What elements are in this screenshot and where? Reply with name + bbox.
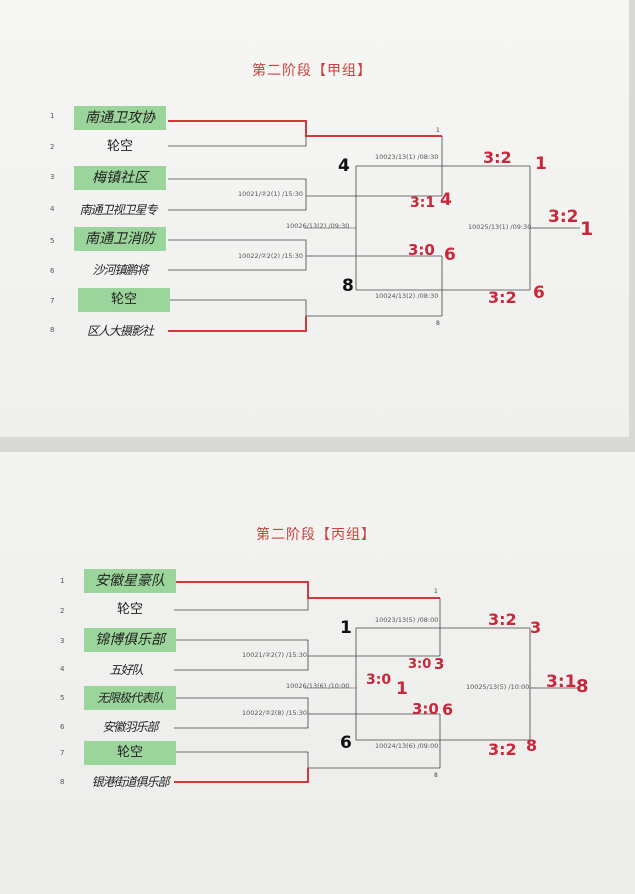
bracket-line-a4 bbox=[168, 196, 307, 211]
seed-b-5: 5 bbox=[60, 694, 65, 702]
match-label-a-10021: 10021/②2(1) /15:30 bbox=[238, 190, 304, 198]
hand-score-b-s2: 3:0 bbox=[412, 700, 439, 718]
hand-score-a-f1: 3:2 bbox=[483, 148, 512, 167]
team-b-6: 安徽羽乐部 bbox=[102, 720, 158, 734]
match-label-b-10025: 10025/13(5) /10:00 bbox=[466, 683, 530, 691]
bracket-line-a6 bbox=[168, 256, 307, 271]
hand-score-a-s2: 3:0 bbox=[408, 241, 435, 259]
team-b-5: 无限极代表队 bbox=[84, 686, 176, 710]
match-label-b-10022: 10022/②2(8) /15:30 bbox=[242, 709, 308, 717]
group-a-bracket-lines bbox=[168, 120, 580, 332]
seed-a-7: 7 bbox=[50, 297, 55, 305]
team-a-3: 梅镇社区 bbox=[74, 166, 166, 190]
bracket-line-a3 bbox=[168, 178, 356, 197]
team-a-5: 南通卫消防 bbox=[74, 227, 166, 251]
seed-a-4: 4 bbox=[50, 205, 55, 213]
seed-a-5: 5 bbox=[50, 237, 55, 245]
hand-winner-b-bottom: 6 bbox=[340, 733, 352, 753]
bracket-line-a1 bbox=[168, 120, 442, 137]
hand-winner-a-s1: 4 bbox=[440, 190, 452, 210]
bracket-line-a8 bbox=[168, 316, 307, 332]
match-label-a-10023: 10023/13(1) /08:30 bbox=[375, 153, 439, 161]
hand-winner-b-f1: 3 bbox=[530, 618, 542, 637]
team-b-2: 轮空 bbox=[116, 602, 143, 617]
seed-b-4: 4 bbox=[60, 665, 65, 673]
match-label-b-10024: 10024/13(6) /09:00 bbox=[375, 742, 439, 750]
hand-winner-b-top: 1 bbox=[340, 618, 352, 638]
seed-b-8: 8 bbox=[60, 778, 65, 786]
bracket-line-a2 bbox=[168, 136, 307, 147]
hand-winner-b-s2: 6 bbox=[442, 700, 454, 719]
hand-winner-a-top: 4 bbox=[338, 156, 350, 176]
match-label-a-10024: 10024/13(2) /08:30 bbox=[375, 292, 439, 300]
match-label-b-10023: 10023/13(5) /08:00 bbox=[375, 616, 439, 624]
seed-a-6: 6 bbox=[50, 267, 55, 275]
hand-winner-b-f2: 8 bbox=[526, 736, 538, 755]
match-label-b-10021: 10021/②2(7) /15:30 bbox=[242, 651, 308, 659]
team-b-1: 安徽星豪队 bbox=[84, 569, 176, 593]
hand-score-a-final: 3:2 bbox=[548, 207, 579, 227]
bracket-line-a7 bbox=[168, 299, 442, 317]
hand-winner-a-f2: 6 bbox=[533, 283, 545, 303]
top-out-a: 1 bbox=[436, 127, 440, 134]
group-b-title: 第二阶段【丙组】 bbox=[256, 527, 376, 543]
seed-b-1: 1 bbox=[60, 577, 65, 585]
match-label-b-10026: 10026/13(6) /10:00 bbox=[286, 682, 350, 690]
team-b-7: 轮空 bbox=[84, 741, 176, 765]
team-a-8: 区人大摄影社 bbox=[86, 324, 154, 338]
bracket-line-a5 bbox=[168, 239, 356, 257]
hand-winner-a-s2: 6 bbox=[444, 245, 456, 265]
hand-winner-b-mid: 1 bbox=[396, 679, 408, 699]
hand-champion-a: 1 bbox=[580, 218, 594, 240]
match-label-a-10022: 10022/②2(2) /15:30 bbox=[238, 252, 304, 260]
team-a-6: 沙河镇鹏将 bbox=[92, 263, 148, 277]
hand-score-b-s1: 3:0 bbox=[408, 657, 432, 672]
match-label-a-10025: 10025/13(1) /09:30 bbox=[468, 223, 532, 231]
hand-score-b-f2: 3:2 bbox=[488, 740, 517, 759]
seed-a-3: 3 bbox=[50, 173, 55, 181]
hand-score-b-final: 3:1 bbox=[546, 672, 577, 692]
seed-b-7: 7 bbox=[60, 749, 65, 757]
hand-score-b-mid: 3:0 bbox=[366, 672, 392, 688]
hand-score-a-s1: 3:1 bbox=[410, 195, 436, 211]
team-a-1: 南通卫攻协 bbox=[74, 106, 166, 130]
seed-b-3: 3 bbox=[60, 637, 65, 645]
team-a-4: 南通卫视卫星专 bbox=[79, 203, 157, 217]
hand-score-a-f2: 3:2 bbox=[488, 288, 517, 307]
hand-winner-b-s1: 3 bbox=[434, 655, 445, 673]
group-a-title: 第二阶段【甲组】 bbox=[252, 63, 372, 79]
team-b-4: 五好队 bbox=[109, 663, 143, 677]
seed-a-1: 1 bbox=[50, 112, 55, 120]
team-a-7: 轮空 bbox=[78, 288, 170, 312]
seed-a-8: 8 bbox=[50, 326, 55, 334]
team-b-8: 银港街道俱乐部 bbox=[91, 775, 169, 789]
bracket-sheet-group-b: 第二阶段【丙组】 1 安徽星豪队 2 轮空 3 锦博俱乐部 4 五好队 5 无限… bbox=[0, 452, 635, 894]
hand-winner-a-bottom: 8 bbox=[342, 276, 354, 296]
bottom-out-a: 8 bbox=[436, 320, 440, 327]
hand-winner-a-f1: 1 bbox=[535, 154, 547, 174]
team-b-3: 锦博俱乐部 bbox=[84, 628, 176, 652]
match-label-a-10026: 10026/13(2) /09:30 bbox=[286, 222, 350, 230]
seed-a-2: 2 bbox=[50, 143, 55, 151]
seed-b-6: 6 bbox=[60, 723, 65, 731]
seed-b-2: 2 bbox=[60, 607, 65, 615]
bracket-sheet-group-a: 第二阶段【甲组】 1 南通卫攻协 2 轮空 3 梅镇社区 4 南通卫视卫星专 5… bbox=[0, 0, 629, 437]
hand-champion-b: 8 bbox=[576, 676, 589, 697]
top-out-b: 1 bbox=[434, 588, 438, 595]
bottom-out-b: 8 bbox=[434, 772, 438, 779]
hand-score-b-f1: 3:2 bbox=[488, 610, 517, 629]
team-a-2: 轮空 bbox=[106, 139, 133, 154]
group-b-bracket-lines bbox=[174, 581, 580, 783]
